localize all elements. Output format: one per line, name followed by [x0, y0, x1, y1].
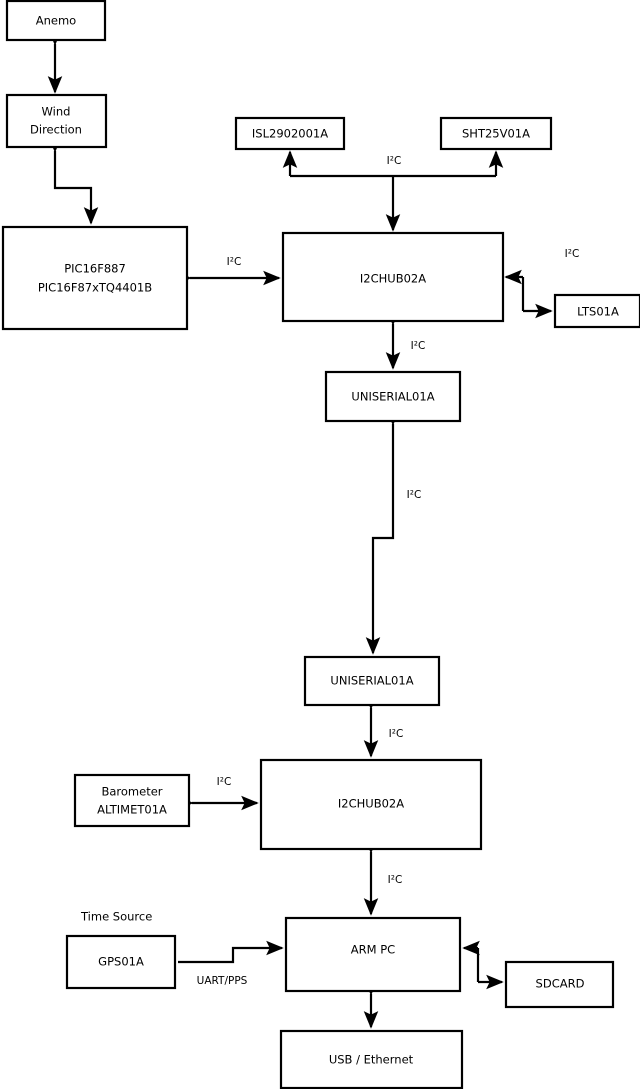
- node-i2chub02a-bottom[interactable]: I2CHUB02A: [259, 758, 483, 851]
- node-uniserial01a-lower-box[interactable]: [303, 655, 441, 707]
- edge-label-hubbottom-armpc: I²C: [388, 874, 403, 886]
- node-barometer-label-line1: Barometer: [101, 785, 162, 799]
- edge-hubtop-sensors: I²C: [282, 150, 504, 232]
- node-anemo[interactable]: Anemo: [5, 0, 107, 42]
- node-gps01a-label: GPS01A: [98, 955, 144, 969]
- node-gps01a[interactable]: GPS01A: [65, 934, 177, 990]
- node-wind-direction-box[interactable]: [5, 93, 108, 149]
- edge-uniserial-link: I²C: [365, 408, 422, 655]
- node-pic16f887-label-line1: PIC16F887: [64, 262, 126, 276]
- node-sdcard-box[interactable]: [504, 960, 615, 1009]
- node-anemo-box[interactable]: [5, 0, 107, 42]
- node-uniserial01a-lower-label: UNISERIAL01A: [330, 674, 413, 688]
- edge-hubtop-uniserial: I²C: [385, 308, 426, 370]
- node-isl2902001a-box[interactable]: [234, 116, 346, 151]
- node-sht25v01a[interactable]: SHT25V01A: [439, 116, 553, 151]
- node-barometer-label-line2: ALTIMET01A: [97, 803, 167, 817]
- node-usb-ethernet[interactable]: USB / Ethernet: [279, 1029, 464, 1089]
- node-sdcard-label: SDCARD: [536, 977, 585, 991]
- edge-hubtop-lts: I²C: [504, 248, 580, 319]
- node-barometer-box[interactable]: [73, 773, 191, 828]
- edge-label-hub-sensors: I²C: [387, 155, 402, 167]
- node-sdcard[interactable]: SDCARD: [504, 960, 615, 1009]
- node-sht25v01a-box[interactable]: [439, 116, 553, 151]
- node-wind-direction[interactable]: Wind Direction: [5, 93, 108, 149]
- node-usb-ethernet-label: USB / Ethernet: [329, 1053, 414, 1067]
- node-usb-ethernet-box[interactable]: [279, 1029, 464, 1089]
- node-isl2902001a-label: ISL2902001A: [252, 127, 328, 141]
- edge-hubbottom-armpc: I²C: [363, 836, 403, 916]
- node-uniserial01a-upper[interactable]: UNISERIAL01A: [324, 370, 462, 423]
- node-i2chub02a-top[interactable]: I2CHUB02A: [281, 231, 505, 323]
- node-anemo-label: Anemo: [36, 14, 76, 28]
- label-time-source: Time Source: [80, 910, 152, 924]
- edge-label-uniserial-hubbottom: I²C: [389, 728, 404, 740]
- edge-barometer-hubbottom: I²C: [176, 776, 259, 811]
- node-barometer[interactable]: Barometer ALTIMET01A: [73, 773, 191, 828]
- edge-label-gps-armpc: UART/PPS: [197, 975, 248, 987]
- node-pic16f887[interactable]: PIC16F887 PIC16F87xTQ4401B: [1, 225, 189, 331]
- node-arm-pc-label: ARM PC: [351, 943, 395, 957]
- node-uniserial01a-upper-box[interactable]: [324, 370, 462, 423]
- edge-label-uniserial-link: I²C: [407, 489, 422, 501]
- edge-armpc-sdcard: [462, 940, 504, 990]
- edge-uniserial-hubbottom: I²C: [363, 692, 404, 758]
- edge-line-uniserial-link: [365, 408, 401, 655]
- edge-label-hub-lts: I²C: [565, 248, 580, 260]
- node-gps01a-box[interactable]: [65, 934, 177, 990]
- edge-pic-hubtop: I²C: [174, 256, 281, 286]
- node-pic16f887-box[interactable]: [1, 225, 189, 331]
- edge-line-pic-wind: [47, 135, 99, 225]
- node-wind-direction-label-line2: Direction: [30, 123, 82, 137]
- node-i2chub02a-top-box[interactable]: [281, 231, 505, 323]
- node-arm-pc[interactable]: ARM PC: [284, 916, 462, 993]
- node-uniserial01a-lower[interactable]: UNISERIAL01A: [303, 655, 441, 707]
- edge-label-barometer-hub: I²C: [217, 776, 232, 788]
- edge-label-hub-uniserial: I²C: [411, 340, 426, 352]
- node-i2chub02a-bottom-box[interactable]: [259, 758, 483, 851]
- node-lts01a-box[interactable]: [553, 293, 640, 329]
- edge-gps-armpc: UART/PPS: [178, 940, 284, 987]
- node-sht25v01a-label: SHT25V01A: [462, 127, 530, 141]
- node-i2chub02a-top-label: I2CHUB02A: [360, 272, 426, 286]
- node-uniserial01a-upper-label: UNISERIAL01A: [351, 390, 434, 404]
- edge-pic-wind: [47, 135, 99, 225]
- node-lts01a-label: LTS01A: [577, 305, 619, 319]
- node-i2chub02a-bottom-label: I2CHUB02A: [338, 797, 404, 811]
- node-lts01a[interactable]: LTS01A: [553, 293, 640, 329]
- edge-line-gps-armpc: [178, 940, 284, 964]
- node-isl2902001a[interactable]: ISL2902001A: [234, 116, 346, 151]
- node-pic16f887-label-line2: PIC16F87xTQ4401B: [38, 281, 152, 295]
- edge-label-pic-hub: I²C: [227, 256, 242, 268]
- node-wind-direction-label-line1: Wind: [42, 105, 71, 119]
- node-arm-pc-box[interactable]: [284, 916, 462, 993]
